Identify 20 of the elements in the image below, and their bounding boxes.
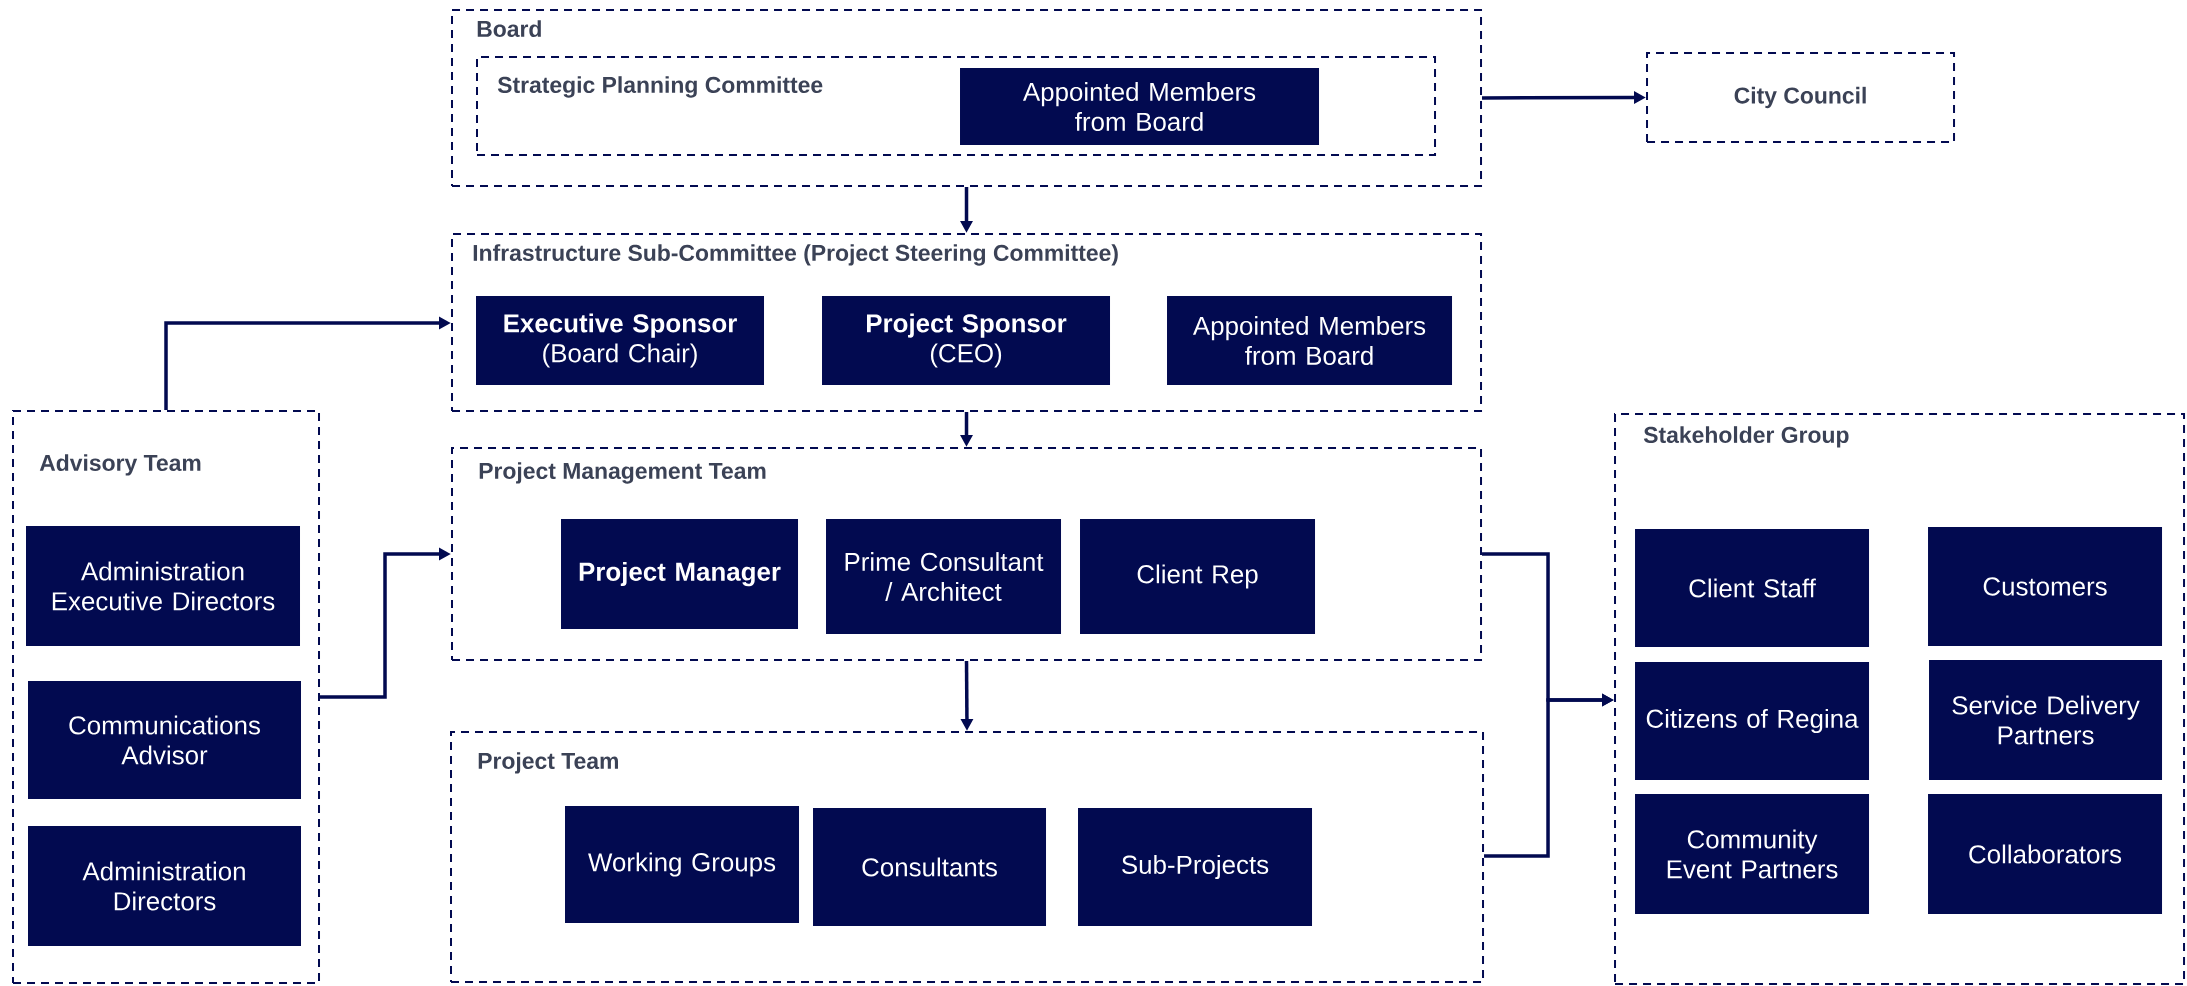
org-box: Sub-Projects (1078, 808, 1312, 926)
org-box: Consultants (813, 808, 1046, 926)
org-box: Working Groups (565, 806, 799, 923)
org-box: Client Staff (1635, 529, 1870, 647)
org-box: Administration Directors (28, 826, 301, 946)
org-box: Service Delivery Partners (1929, 660, 2163, 780)
org-box: Prime Consultant / Architect (826, 519, 1061, 634)
org-box: Administration Executive Directors (26, 526, 300, 646)
org-box: Communications Advisor (28, 681, 301, 799)
org-box: Executive Sponsor (Board Chair) (476, 296, 764, 385)
org-box: Citizens of Regina (1635, 662, 1870, 780)
dashed-box: City Council (1646, 52, 1956, 143)
org-box: Project Manager (561, 519, 798, 629)
org-box: Appointed Members from Board (960, 68, 1319, 145)
org-box: Client Rep (1080, 519, 1315, 634)
org-box: Appointed Members from Board (1167, 296, 1452, 385)
org-box: Community Event Partners (1635, 794, 1870, 914)
org-box: Collaborators (1928, 794, 2163, 914)
org-box: Project Sponsor (CEO) (822, 296, 1110, 385)
org-box: Customers (1928, 527, 2163, 646)
